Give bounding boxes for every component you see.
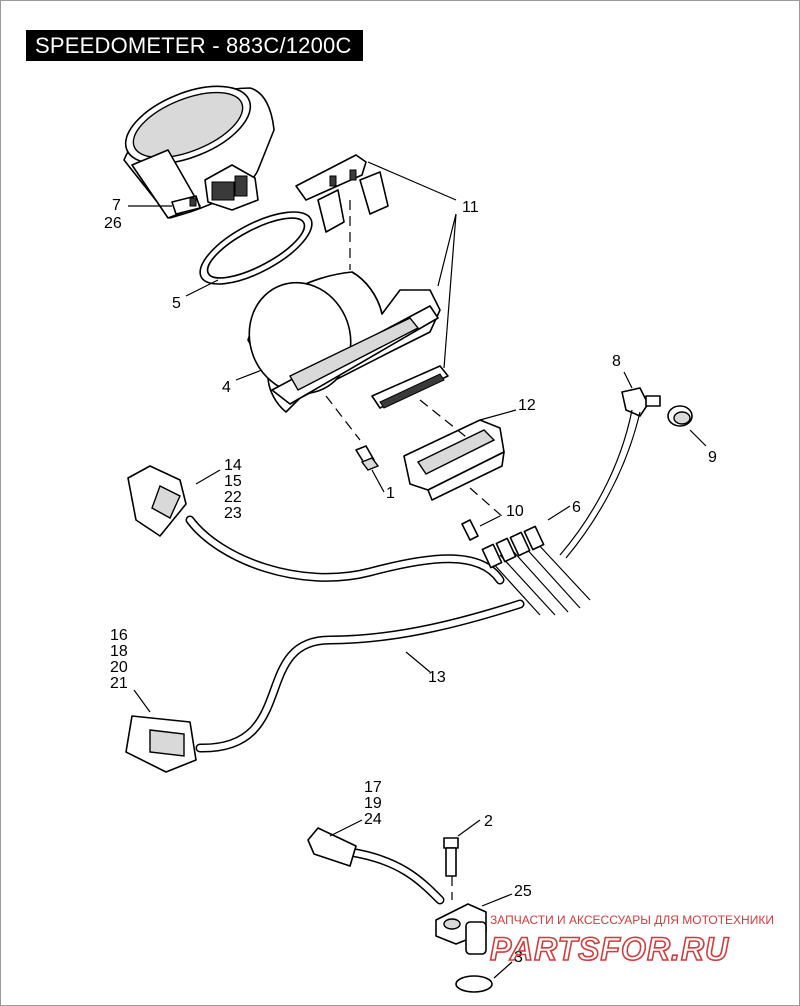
callout-24: 24 bbox=[364, 811, 382, 828]
connector-upper bbox=[127, 465, 187, 537]
callout-11: 11 bbox=[462, 199, 479, 216]
bolt-part-2 bbox=[443, 837, 459, 877]
callout-21: 21 bbox=[110, 675, 128, 692]
callout-5: 5 bbox=[172, 295, 181, 312]
callout-3: 3 bbox=[514, 949, 523, 966]
callout-14: 14 bbox=[224, 457, 242, 474]
indicator-housing bbox=[403, 419, 505, 501]
callout-15: 15 bbox=[224, 473, 242, 490]
speedometer-gauge bbox=[123, 85, 275, 219]
speedometer-housing bbox=[247, 271, 441, 413]
callout-8: 8 bbox=[612, 353, 621, 370]
callout-2: 2 bbox=[484, 813, 493, 830]
callout-19: 19 bbox=[364, 795, 382, 812]
pin-part-10 bbox=[461, 519, 479, 541]
callout-23: 23 bbox=[224, 505, 242, 522]
callout-7: 7 bbox=[112, 197, 121, 214]
gauge-seal-ring bbox=[199, 211, 313, 285]
o-ring-part-3 bbox=[455, 975, 493, 993]
speed-sensor-harness bbox=[307, 827, 445, 905]
callout-6: 6 bbox=[572, 499, 581, 516]
watermark-tagline: ЗАПЧАСТИ И АКСЕССУАРЫ ДЛЯ МОТОТЕХНИКИ bbox=[490, 913, 774, 927]
callout-4: 4 bbox=[222, 379, 231, 396]
watermark-logo: PARTSFOR.RU bbox=[490, 931, 729, 967]
callout-18: 18 bbox=[110, 643, 128, 660]
callout-12: 12 bbox=[518, 397, 536, 414]
callout-17: 17 bbox=[364, 779, 382, 796]
cap-part-9 bbox=[667, 405, 693, 427]
callout-13: 13 bbox=[428, 669, 446, 686]
connector-lower bbox=[125, 715, 197, 773]
assembly-guide-lines bbox=[325, 200, 505, 900]
callout-1: 1 bbox=[386, 485, 395, 502]
callout-16: 16 bbox=[110, 627, 128, 644]
callout-10: 10 bbox=[506, 503, 524, 520]
callout-9: 9 bbox=[708, 449, 717, 466]
indicator-lens bbox=[371, 365, 449, 409]
indicator-socket-upper bbox=[295, 154, 389, 233]
diagram-title: SPEEDOMETER - 883C/1200C bbox=[26, 30, 363, 61]
callout-leader-lines bbox=[128, 161, 707, 979]
indicator-bulb-part-8 bbox=[621, 387, 661, 417]
callout-26: 26 bbox=[104, 215, 122, 232]
callout-22: 22 bbox=[224, 489, 242, 506]
speed-sensor-part-25 bbox=[435, 903, 487, 955]
callout-20: 20 bbox=[110, 659, 128, 676]
callout-25: 25 bbox=[514, 883, 532, 900]
screw-part-1 bbox=[355, 445, 380, 471]
wiring-harness-part-13 bbox=[185, 409, 641, 753]
